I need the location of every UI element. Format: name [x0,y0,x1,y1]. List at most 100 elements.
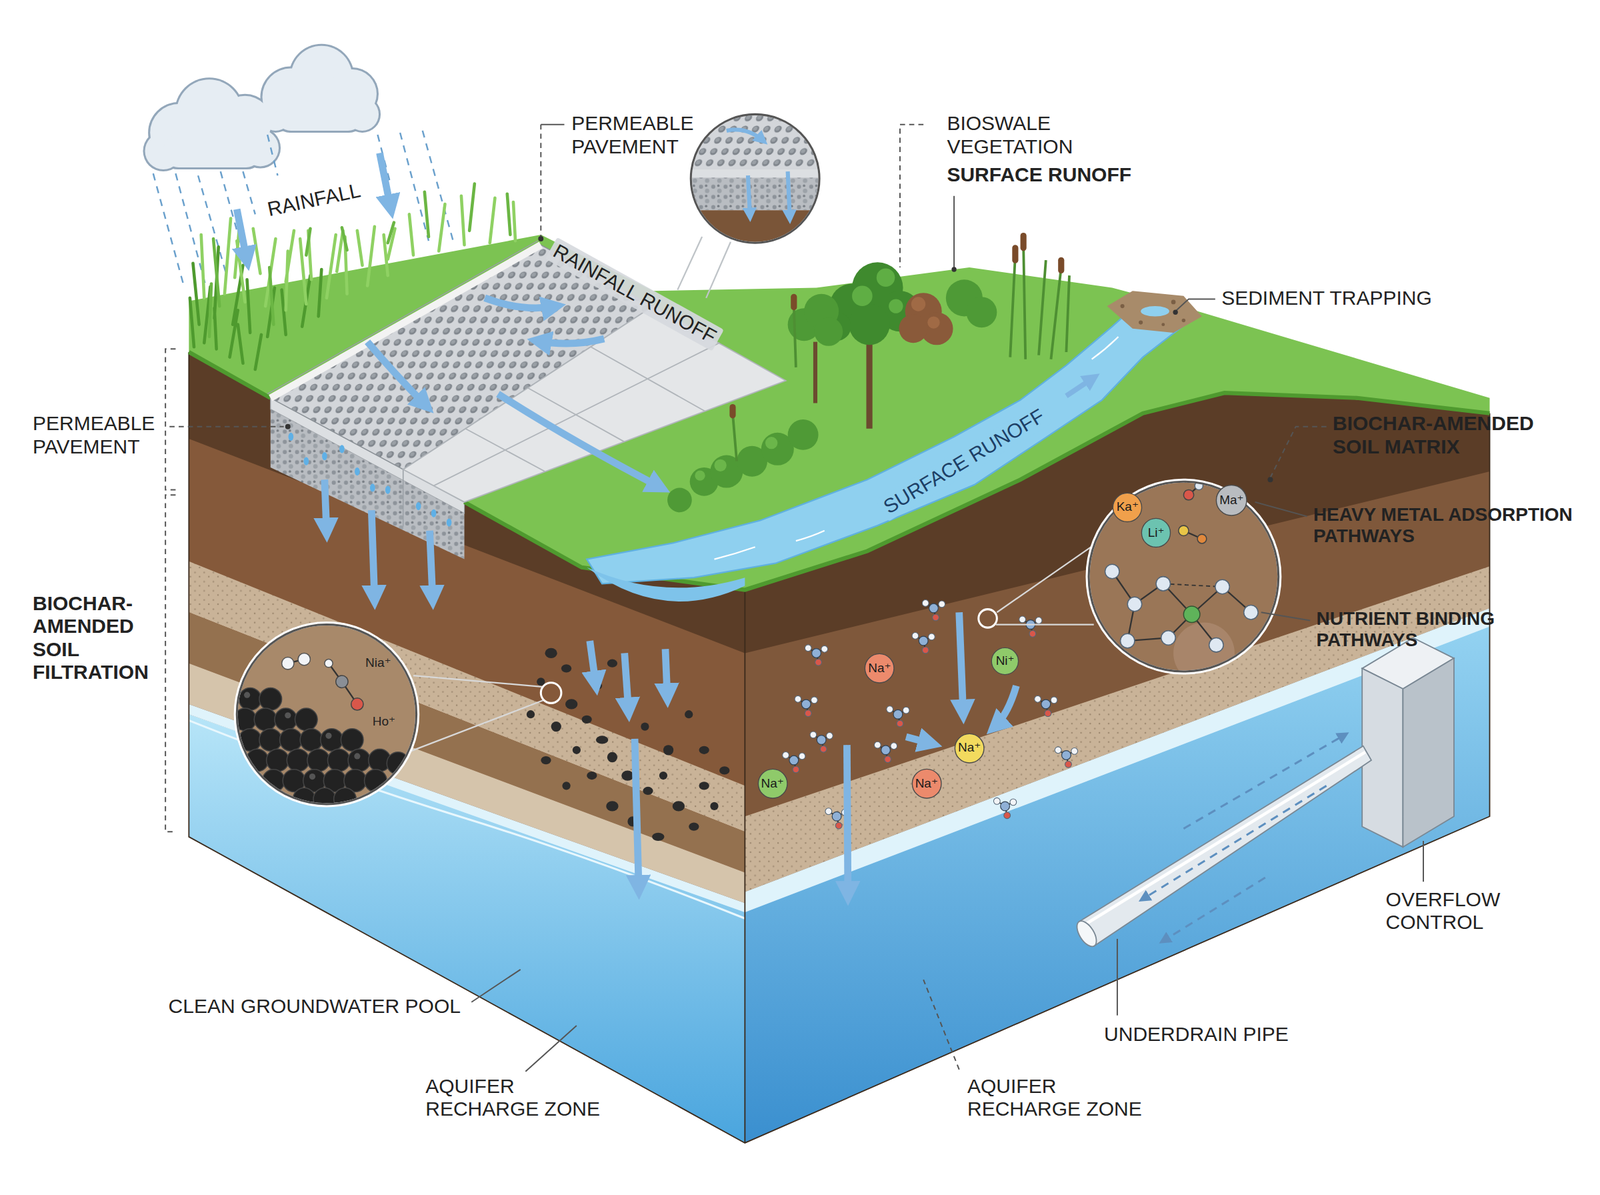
molecule-zoom-bubble [1163,583,1223,587]
flow-label: RAINFALL RUNOFF [545,237,724,352]
soil-molecules [922,600,945,621]
biochar-zoom-bubble [354,752,360,759]
biochar-particles [684,710,693,718]
pavement-section [416,502,422,510]
flow-arrows [994,685,1017,728]
ion-circle: Na⁺ [911,768,942,799]
biochar-particles [551,721,562,732]
molecule-zoom-bubble [1209,637,1224,652]
biochar-zoom-bubble [320,728,344,752]
biochar-zoom-bubble [244,692,360,780]
callout-label: PERMEABLE PAVEMENT [32,412,186,458]
callout-label: CLEAN GROUNDWATER POOL [168,994,461,1018]
biochar-particles [565,698,578,709]
ion-label: Ho⁺ [372,714,396,729]
biochar-particles [652,832,664,841]
callout-label: OVERFLOW CONTROL [1386,888,1540,934]
molecule-zoom-bubble [1105,564,1120,578]
sediment-trap [1161,322,1165,326]
callout-label: NUTRIENT BINDING PATHWAYS [1316,608,1530,651]
biochar-particles [607,752,618,762]
bioswale-vegetation [714,459,726,472]
underdrain-pipe [1081,752,1365,927]
biochar-particles [582,715,592,724]
underdrain-pipe [1183,734,1345,829]
bioswale-vegetation [876,268,896,287]
flow-arrows [324,479,327,533]
ion-symbol: Ni⁺ [996,654,1015,668]
callout-label: PERMEABLE PAVEMENT [571,112,725,158]
ion-circle: Li⁺ [1140,517,1172,548]
bioswale-vegetation [911,296,940,328]
permeable-pavement-top [267,240,538,394]
bioswale-vegetation [694,470,705,480]
molecule-zoom-bubble [1086,479,1281,684]
ion-symbol: Na⁺ [958,740,981,755]
flow-arrows [624,652,629,712]
top-surface [188,234,1490,590]
biochar-zoom-bubble [282,657,294,670]
flow-arrows [429,530,433,600]
pavement-zoom-bubble [677,236,731,298]
pavement-zoom-bubble [726,130,790,219]
ion-circle-shape [954,733,984,763]
leader-dots [285,236,1274,482]
molecule-zoom-bubble [1088,481,1279,672]
bioswale-vegetation [966,296,997,328]
ion-circle-shape [1216,484,1248,516]
biochar-particles [526,648,730,841]
flow-arrows [634,738,639,890]
ion-symbol: Li⁺ [1148,526,1165,540]
leader-lines [165,494,176,832]
biochar-particles [640,722,649,730]
ion-circle: Ni⁺ [990,646,1020,676]
leader-dots [1172,310,1178,315]
callout-label: HEAVY METAL ADSORPTION PATHWAYS [1313,504,1587,547]
biochar-zoom-bubble [234,622,418,806]
pavement-section [370,483,376,492]
pavement-section [354,467,360,476]
soil-molecules [782,600,1078,829]
leader-lines [900,124,924,268]
ion-symbol: Na⁺ [868,661,891,676]
pavement-zoom-bubble [688,210,824,247]
soil-molecules [993,797,1016,818]
biochar-particles [710,802,718,810]
molecule-zoom-bubble [1173,622,1235,684]
leader-lines [1270,426,1326,478]
biochar-particles [688,822,699,830]
clouds [145,46,379,170]
clouds [161,132,264,170]
soil-molecules [1054,746,1078,768]
biochar-zoom-bubble [334,787,357,810]
biochar-zoom-bubble [351,698,364,710]
flow-arrows [590,640,596,686]
biochar-particles [596,735,608,744]
soil-molecules [886,706,910,727]
biochar-particles [526,710,535,718]
biochar-zoom-bubble [259,728,282,752]
bioswale-vegetation [667,232,1070,512]
ion-symbol: Na⁺ [761,776,784,791]
pavement-zoom-bubble [677,112,824,298]
pavement-section [288,432,294,441]
bioswale-vegetation [888,298,903,313]
bioswale-vegetation [852,285,873,306]
flow-arrows [371,510,375,600]
biochar-zoom-bubble [234,622,419,810]
leader-lines [540,124,564,126]
bioswale-vegetation [667,419,818,512]
block-edges [744,590,746,1143]
clouds [163,134,262,168]
bioswale-vegetation [788,419,819,450]
molecule-zoom-bubble [1161,630,1176,645]
ion-circle-shape [1142,518,1171,547]
leader-dots [951,266,956,272]
biochar-particles [606,800,618,811]
biochar-zoom-bubble [234,622,562,810]
ion-circle: Na⁺ [864,652,895,684]
soil-molecules [874,741,897,762]
biochar-particles [621,770,634,780]
bioswale-vegetation [946,279,998,328]
